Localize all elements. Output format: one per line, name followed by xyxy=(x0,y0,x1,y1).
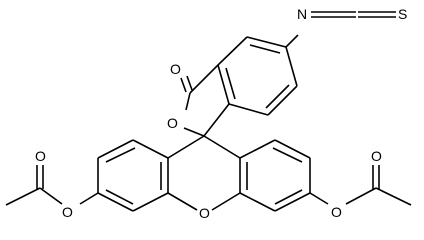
double-bond-inner xyxy=(225,67,236,100)
chemical-structure-diagram: N C S O O xyxy=(5,6,412,221)
bond xyxy=(203,103,230,137)
bond xyxy=(274,192,311,212)
left-ester-o-label: O xyxy=(62,204,73,220)
double-bond-inner xyxy=(274,189,303,205)
bond xyxy=(185,92,191,111)
bond xyxy=(5,187,41,206)
xanthene-right-ring xyxy=(203,135,311,212)
bond xyxy=(189,64,219,94)
bond xyxy=(246,36,287,48)
bond xyxy=(97,139,134,159)
bond xyxy=(167,135,205,159)
bond xyxy=(274,139,311,159)
bond xyxy=(285,46,298,87)
isothiocyanate-n-label: N xyxy=(297,6,307,22)
bond xyxy=(267,85,298,116)
bond xyxy=(309,192,329,205)
double-bond-inner xyxy=(105,147,136,163)
isothiocyanate-group: N C S xyxy=(285,6,407,48)
xanthene-bridge-oxygen: O xyxy=(167,192,241,221)
bond xyxy=(79,192,99,205)
lactone-ring-o-label: O xyxy=(167,115,178,131)
right-carbonyl-o-label: O xyxy=(371,148,382,164)
bond xyxy=(239,139,276,159)
bond xyxy=(97,192,134,212)
right-acetate-group: O O xyxy=(309,148,412,220)
bond xyxy=(180,77,187,93)
bond xyxy=(211,192,241,211)
bond xyxy=(39,187,63,205)
double-bond-inner xyxy=(272,147,303,163)
double-bond-inner xyxy=(249,44,281,54)
bond xyxy=(285,34,299,48)
right-ester-o-label: O xyxy=(331,204,342,220)
double-bond-inner xyxy=(105,189,134,205)
bond xyxy=(239,192,276,212)
double-bond-inner xyxy=(265,84,290,109)
bond xyxy=(132,139,169,159)
xanthene-left-ring xyxy=(97,135,205,212)
xanthene-o-label: O xyxy=(199,205,210,221)
bond xyxy=(183,127,205,137)
lactone-carbonyl-o-label: O xyxy=(170,61,181,77)
bond xyxy=(203,135,241,159)
lactone-ring: O O xyxy=(167,61,230,137)
left-carbonyl-o-label: O xyxy=(35,148,46,164)
bond xyxy=(228,103,269,116)
bond xyxy=(217,36,248,66)
isothiocyanate-s-label: S xyxy=(398,6,407,22)
bond xyxy=(217,64,230,105)
left-acetate-group: O O xyxy=(5,148,99,220)
bond xyxy=(345,187,377,205)
bond xyxy=(132,192,169,212)
bond xyxy=(167,192,198,211)
upper-benzene-ring xyxy=(217,36,298,116)
bond xyxy=(186,75,193,91)
bond xyxy=(375,187,412,206)
